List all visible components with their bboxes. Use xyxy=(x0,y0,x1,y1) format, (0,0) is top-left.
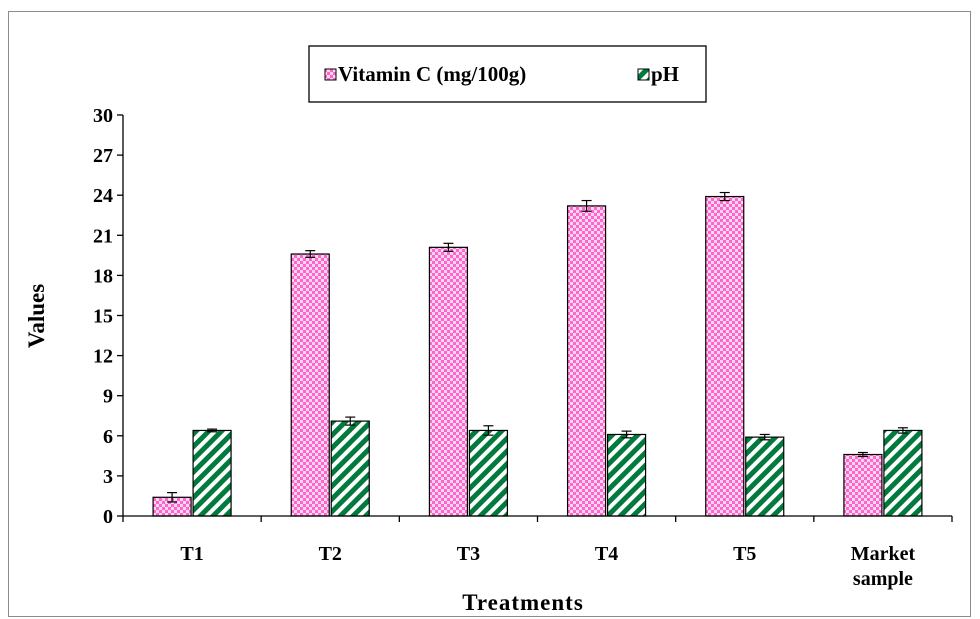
bar-ph xyxy=(606,433,647,517)
bar-ph xyxy=(330,420,370,517)
y-tick-label: 9 xyxy=(103,386,113,408)
x-tick-label: T1 xyxy=(180,543,203,565)
bar-vitamin-c xyxy=(566,205,607,517)
x-tick-label: sample xyxy=(853,568,913,590)
y-tick-label: 15 xyxy=(93,306,113,328)
y-tick-label: 27 xyxy=(93,145,113,167)
legend-swatch-ph xyxy=(637,68,650,81)
x-tick-label: T4 xyxy=(595,543,618,565)
bar-vitamin-c xyxy=(290,253,330,517)
bar-ph xyxy=(468,429,509,517)
y-axis-title: Values xyxy=(24,284,49,348)
bar-vitamin-c xyxy=(428,246,469,517)
legend-swatch-vitamin-c xyxy=(324,68,337,81)
x-axis: T1 T2 T3 T4 T5 Market sample xyxy=(122,515,953,590)
x-tick-label: Market xyxy=(851,543,916,565)
legend: Vitamin C (mg/100g) pH xyxy=(308,45,707,103)
y-tick-label: 6 xyxy=(103,426,113,448)
bar-ph xyxy=(883,429,923,517)
bar-ph xyxy=(745,436,785,517)
y-tick-label: 24 xyxy=(93,185,113,207)
x-tick-label: T2 xyxy=(319,543,342,565)
y-tick-label: 30 xyxy=(93,105,113,127)
y-axis: 0 3 6 9 12 15 18 21 24 27 30 xyxy=(93,105,124,528)
bar-vitamin-c xyxy=(705,195,745,517)
x-tick-label: T5 xyxy=(733,543,756,565)
y-tick-label: 12 xyxy=(93,346,113,368)
bar-ph xyxy=(192,429,232,517)
bars-layer xyxy=(152,191,923,517)
legend-label-vitamin-c: Vitamin C (mg/100g) xyxy=(338,62,526,86)
y-tick-label: 0 xyxy=(103,506,113,528)
y-tick-label: 18 xyxy=(93,265,113,287)
x-axis-title: Treatments xyxy=(462,590,584,615)
x-tick-label: T3 xyxy=(457,543,480,565)
bar-vitamin-c xyxy=(843,453,883,517)
y-tick-label: 21 xyxy=(93,225,113,247)
legend-label-ph: pH xyxy=(651,62,679,86)
y-tick-label: 3 xyxy=(103,466,113,488)
